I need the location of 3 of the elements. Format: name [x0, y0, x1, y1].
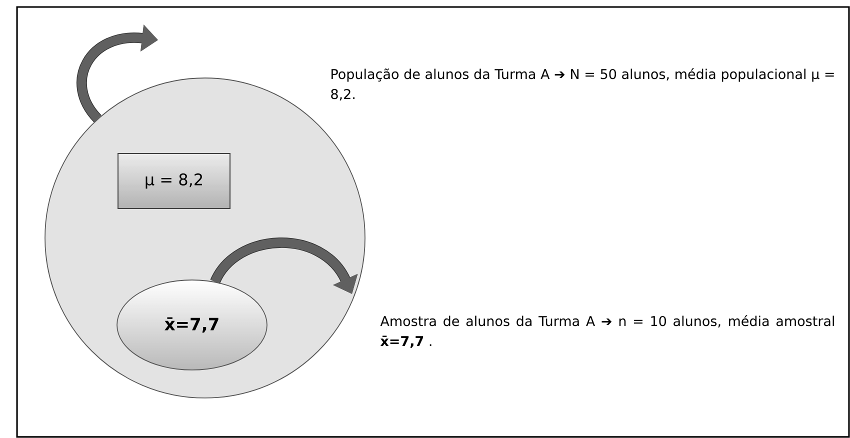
description-text: Amostra de alunos da Turma A ➔ n = 10 alunos, média amostral x̄=7,7 .: [380, 315, 834, 348]
description-text: População de alunos da Turma A ➔ N = 50 alunos, média populacional μ = 8,2.: [331, 68, 834, 101]
mean-box: μ = 8,2: [118, 152, 230, 209]
